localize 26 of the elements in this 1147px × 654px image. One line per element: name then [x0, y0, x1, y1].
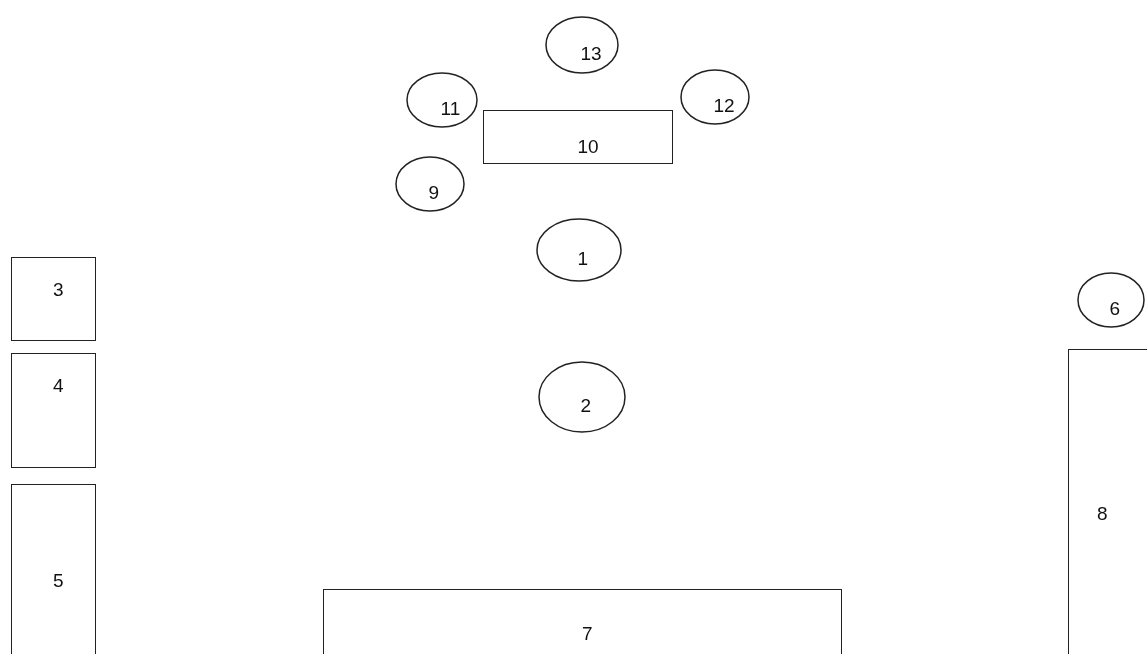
rectangle-node [323, 589, 842, 654]
rectangle-node [11, 257, 96, 341]
node-number: 7 [582, 623, 593, 643]
circle-node [1077, 272, 1145, 328]
node-number: 6 [1109, 298, 1121, 318]
rectangle-node [11, 353, 96, 468]
node-number: 12 [713, 95, 735, 115]
node-number: 5 [53, 571, 64, 590]
circle-node [406, 72, 478, 128]
rectangle-node [11, 484, 96, 654]
node-number: 9 [428, 182, 440, 202]
circle-node [538, 361, 626, 433]
circle-node [680, 69, 750, 125]
node-number: 2 [580, 395, 592, 415]
node-number: 3 [53, 280, 64, 299]
node-number: 13 [580, 43, 602, 63]
rectangle-node [483, 110, 673, 164]
node-number: 11 [440, 98, 461, 118]
node-number: 10 [577, 136, 599, 156]
circle-node [536, 218, 622, 282]
circle-node [545, 16, 619, 74]
node-number: 1 [577, 248, 589, 268]
circle-node [395, 156, 465, 212]
node-number: 4 [53, 376, 64, 395]
node-number: 8 [1097, 503, 1108, 523]
rectangle-node [1068, 349, 1147, 654]
